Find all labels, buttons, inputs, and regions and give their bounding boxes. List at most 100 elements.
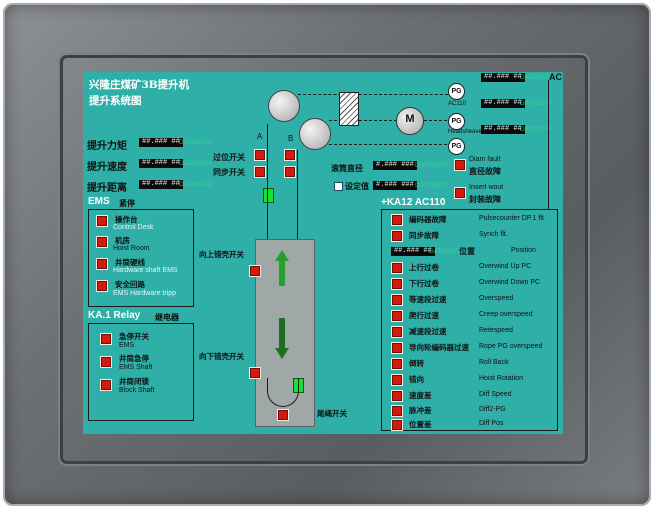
sync-switch-label: 同步开关 xyxy=(213,167,245,177)
ems-hardware-shaft-cn: 井筒硬线 xyxy=(115,258,145,267)
relay-block-shaft-cn: 井筒闭锁 xyxy=(119,377,149,386)
brake-gearbox-icon xyxy=(339,92,359,126)
relay-block-shaft-en: Block Shaft xyxy=(119,387,155,394)
ka12-header: +KA12 AC110 xyxy=(381,197,446,208)
over-travel-lamp-a xyxy=(254,149,266,161)
top-display-2: ##.### ## xyxy=(481,99,525,108)
fault-overwind-down-cn: 下行过卷 xyxy=(409,279,439,288)
down-decel-label: 向下错壳开关 xyxy=(199,352,244,361)
hmi-screen: 兴隆庄煤矿3B提升机 提升系统图 ##.### ## DATADATA AC #… xyxy=(83,72,563,434)
fault-hoist-rotation-en: Hoist Rotation xyxy=(479,375,523,382)
ac110-small-label: AC110 xyxy=(448,101,466,107)
fault-diff-speed-cn: 速度差 xyxy=(409,391,432,400)
down-decel-lamp xyxy=(249,367,261,379)
ems-header: EMS xyxy=(88,196,110,207)
ems-hardware-shaft-lamp xyxy=(96,258,108,270)
fault-overspeed-en: Overspeed xyxy=(479,295,514,302)
drum-diameter-data: DATADATA xyxy=(415,162,448,169)
fault-synch-cn: 同步故障 xyxy=(409,231,439,240)
position-data: DATADATA xyxy=(429,248,462,255)
metric-value-torque: ##.### ## xyxy=(139,138,183,147)
pg-label-1: PG xyxy=(451,88,462,95)
up-decel-label: 向上错壳开关 xyxy=(199,250,244,259)
metric-label-distance: 提升距离 xyxy=(87,183,127,194)
set-value-label: 设定值 xyxy=(345,181,369,191)
rope-line-mid xyxy=(329,120,447,121)
fault-overwind-up-en: Overwind Up PC xyxy=(479,263,532,270)
screen-title-line2: 提升系统图 xyxy=(89,95,142,107)
drum-diameter-value: #.### ### xyxy=(373,161,417,170)
ems-panel xyxy=(88,209,194,307)
over-travel-switch-label: 过位开关 xyxy=(213,152,245,162)
top-right-ac-label: AC xyxy=(549,72,562,82)
pg-encoder-3-icon: PG xyxy=(448,138,465,155)
drum-diameter-label: 滚筒直径 xyxy=(331,163,363,173)
fault-synch-lamp xyxy=(391,230,403,242)
fault-hoist-rotation-lamp xyxy=(391,374,403,386)
ems-hoist-room-lamp xyxy=(96,236,108,248)
tail-switch-label: 尾绳开关 xyxy=(317,409,347,418)
relay-header-cn: 继电器 xyxy=(155,312,179,322)
down-arrow-shaft-icon xyxy=(279,318,285,348)
ka12-panel xyxy=(381,209,558,431)
top-display-3: ##.### ## xyxy=(481,125,525,134)
metric-data-speed: DATADATA xyxy=(179,160,212,167)
pg-encoder-2-icon: PG xyxy=(448,113,465,130)
fault-synch-en: Synch flt. xyxy=(479,231,508,238)
rope-line-top xyxy=(298,94,448,95)
fault-overspeed-cn: 等速段过速 xyxy=(409,295,447,304)
fault-diff-pos-en: Diff Pos xyxy=(479,420,504,427)
ems-hoist-room-cn: 机房 xyxy=(115,236,130,245)
label-a: A xyxy=(257,132,263,141)
sync-lamp-a xyxy=(254,166,266,178)
set-value-value: #.### ### xyxy=(373,181,417,190)
up-arrow-shaft-icon xyxy=(279,258,285,286)
set-value-checkbox[interactable] xyxy=(334,182,343,191)
pg-label-2: PG xyxy=(451,118,462,125)
fault-diff2-pg-en: Diff2-PG xyxy=(479,406,506,413)
relay-ems-shaft-cn: 井筒急停 xyxy=(119,354,149,363)
metric-data-distance: DATADATA xyxy=(179,181,212,188)
diam-fault-cn: 直径故障 xyxy=(469,166,501,176)
fault-creep-overspeed-lamp xyxy=(391,310,403,322)
fault-overspeed-lamp xyxy=(391,294,403,306)
fault-retespeed-cn: 减速段过速 xyxy=(409,327,447,336)
fault-roll-back-lamp xyxy=(391,358,403,370)
fault-rope-pg-cn: 导向轮编码器过速 xyxy=(409,343,469,352)
tail-switch-lamp xyxy=(277,409,289,421)
headsheave-label: Headsheave xyxy=(448,129,482,135)
insert-wout-cn: 封装故障 xyxy=(469,194,501,204)
up-arrow-head-icon xyxy=(275,250,289,261)
relay-ems-lamp xyxy=(100,333,112,345)
relay-ems-shaft-en: EMS Shaft xyxy=(119,364,153,371)
fault-overwind-down-en: Overwind Down PC xyxy=(479,279,541,286)
shaft-column xyxy=(255,239,315,427)
fault-pulsecounter-en: Pulsecounter DP.1 flt xyxy=(479,215,544,222)
relay-ems-cn: 急停开关 xyxy=(119,332,149,341)
relay-panel xyxy=(88,323,194,421)
set-value-data: DATADATA xyxy=(415,182,448,189)
insert-wout-lamp xyxy=(454,187,466,199)
ems-control-desk-en: Control Desk xyxy=(113,224,154,231)
down-arrow-head-icon xyxy=(275,348,289,359)
headsheave-a-icon xyxy=(268,90,300,122)
metric-data-torque: DATADATA xyxy=(179,139,212,146)
fault-overwind-up-lamp xyxy=(391,262,403,274)
motor-label: M xyxy=(405,113,415,125)
metric-value-speed: ##.### ## xyxy=(139,159,183,168)
fault-hoist-rotation-cn: 错向 xyxy=(409,375,424,384)
fault-rope-pg-en: Rope PG overspeed xyxy=(479,343,543,350)
ems-hardware-tripp-cn: 安全回路 xyxy=(115,280,145,289)
fault-overwind-down-lamp xyxy=(391,278,403,290)
motor-icon: M xyxy=(396,107,424,135)
tail-rope-loop xyxy=(267,378,299,407)
metric-label-speed: 提升速度 xyxy=(87,162,127,173)
ems-hoist-room-en: Hoist Room xyxy=(113,245,150,252)
ems-header-cn: 紧停 xyxy=(119,198,135,208)
diam-fault-en: Diam fault xyxy=(469,156,501,163)
top-display-2-data: DATADATA xyxy=(520,100,553,107)
ems-control-desk-cn: 操作台 xyxy=(115,215,138,224)
fault-diff-speed-en: Diff Speed xyxy=(479,391,512,398)
screen-title-line1: 兴隆庄煤矿3B提升机 xyxy=(89,79,190,91)
top-display-1: ##.### ## xyxy=(481,73,525,82)
